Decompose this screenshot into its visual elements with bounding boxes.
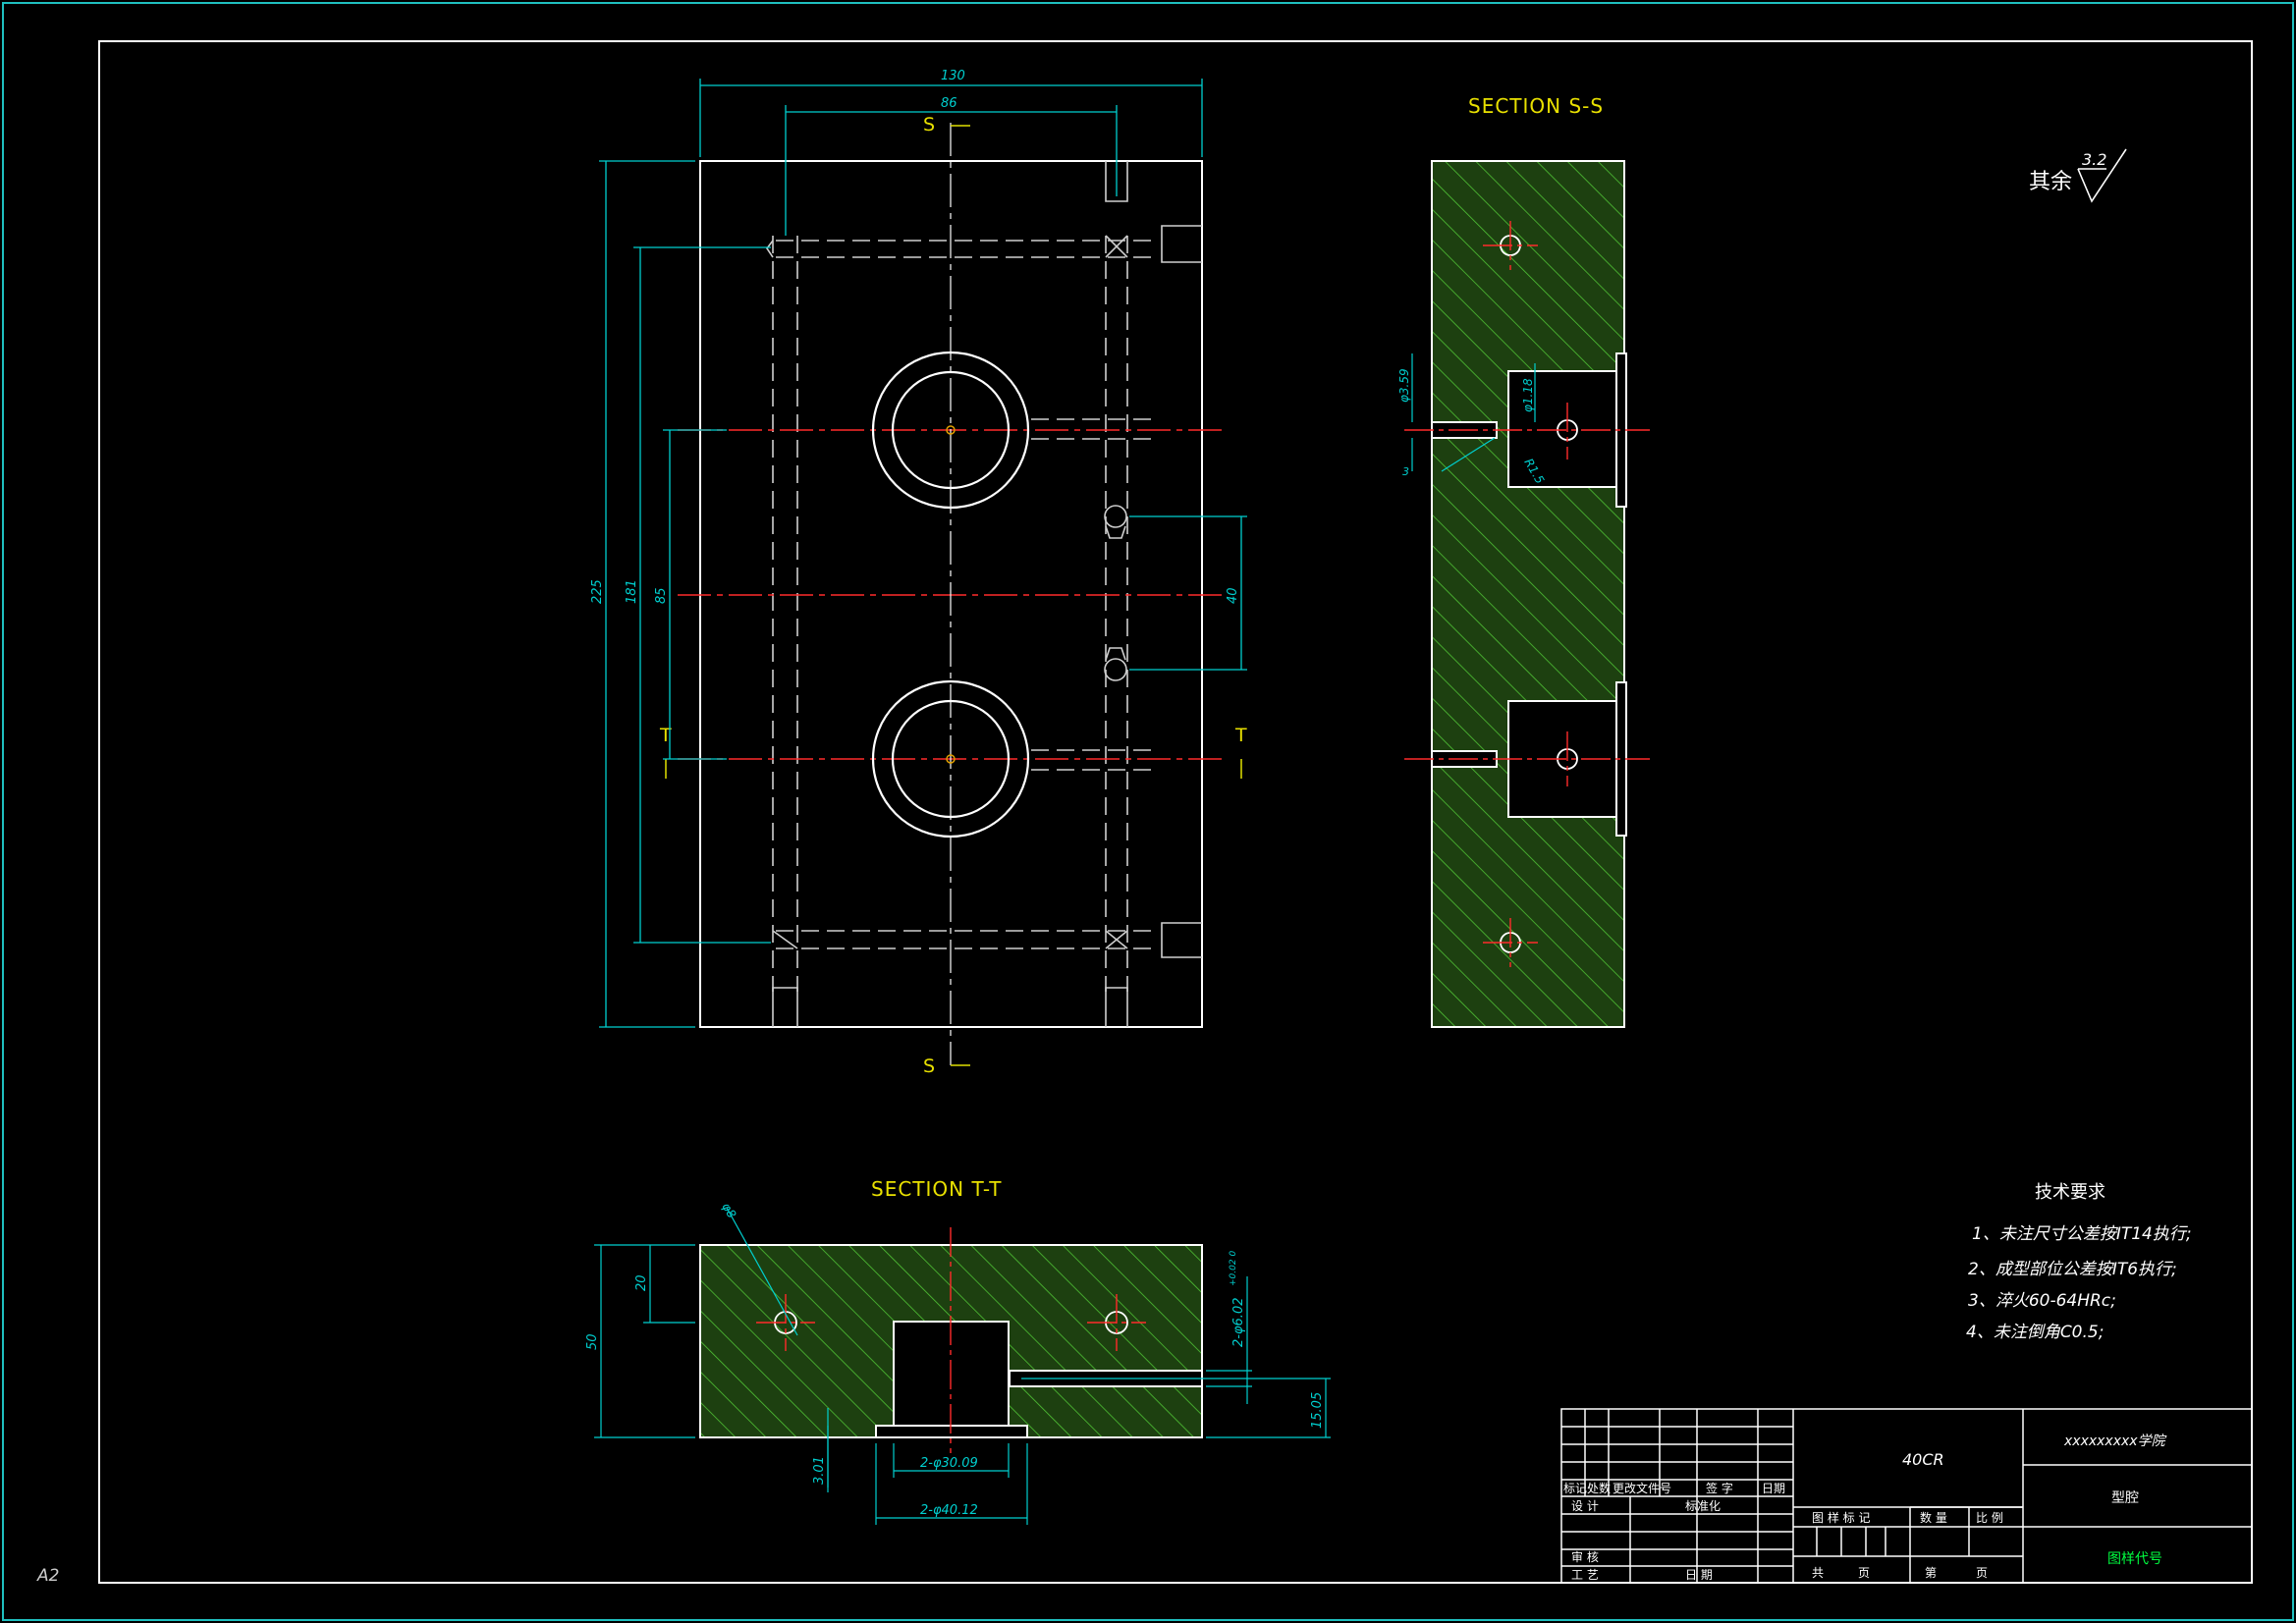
side-ports <box>1104 505 1127 681</box>
dim-tt-cav-large: 2-φ40.12 <box>920 1503 978 1518</box>
roughness-prefix: 其余 <box>2029 170 2072 194</box>
section-tt-dims <box>594 1207 1331 1525</box>
cavity-lower-outer <box>871 679 1030 839</box>
sheet-size-label: A2 <box>36 1566 59 1586</box>
section-mark-s-top: S <box>923 114 935 135</box>
plan-outline <box>699 160 1203 1028</box>
title-block-grid <box>1560 1408 2253 1584</box>
title-material: 40CR <box>1902 1450 1944 1469</box>
dim-width: 130 <box>941 69 965 83</box>
dim-ss-d2: φ1.18 <box>1521 378 1535 412</box>
plan-dimensions <box>599 79 1247 1028</box>
mark-header: 比 例 <box>1976 1511 2003 1525</box>
cavity-upper-outer <box>871 351 1030 510</box>
section-mark-s-bottom: S <box>923 1055 935 1077</box>
rev-header: 标记 <box>1563 1482 1587 1495</box>
dim-tt-depth: 15.05 <box>1310 1392 1325 1429</box>
inner-frame <box>98 40 2253 1584</box>
cavity-upper-inner <box>891 370 1011 490</box>
sheet-total: 共 <box>1812 1566 1824 1580</box>
section-tt-view: SECTION T-T <box>585 1177 1331 1525</box>
title-standardize: 标准化 <box>1685 1499 1721 1513</box>
tech-req-item: 4、未注倒角C0.5; <box>1966 1323 2104 1342</box>
title-check: 审 核 <box>1571 1549 1599 1564</box>
roughness-value: 3.2 <box>2082 150 2106 169</box>
section-arrows <box>665 125 1242 1066</box>
dim-tt-hole: φ8 <box>719 1201 738 1221</box>
section-mark-t-right: T <box>1234 725 1247 746</box>
title-process: 工 艺 <box>1571 1568 1599 1582</box>
title-part-name: 型腔 <box>2111 1490 2139 1506</box>
dim-center-offset: 85 <box>654 587 669 604</box>
dim-height: 225 <box>590 579 605 604</box>
dim-tt-cav-small: 2-φ30.09 <box>920 1456 978 1471</box>
dim-port-spacing: 40 <box>1226 587 1240 604</box>
mark-header: 图 样 标 记 <box>1812 1510 1870 1525</box>
roughness-icon <box>2077 148 2127 203</box>
section-mark-t-left: T <box>659 725 672 746</box>
title-drawing-no: 图样代号 <box>2107 1551 2162 1567</box>
tech-req-title: 技术要求 <box>2035 1182 2105 1203</box>
section-ss-body <box>1431 160 1625 1028</box>
rev-header: 处数 <box>1587 1481 1611 1495</box>
hidden-channels <box>766 161 1202 1027</box>
plan-centerlines <box>678 429 1228 760</box>
rev-header: 签 字 <box>1706 1481 1733 1495</box>
rev-header: 日期 <box>1762 1482 1785 1495</box>
section-ss-title: SECTION S-S <box>1468 94 1604 118</box>
dim-channel-span: 181 <box>625 579 639 604</box>
dim-tt-top-offset: 20 <box>634 1274 649 1291</box>
tech-req-item: 1、未注尺寸公差按IT14执行; <box>1972 1224 2192 1244</box>
section-ss-dims <box>1411 353 1536 472</box>
dim-tt-bore: 2-φ6.02 <box>1231 1298 1246 1347</box>
dim-ss-d1: φ3.59 <box>1397 368 1411 403</box>
section-tt-centerlines <box>756 1227 1146 1453</box>
plan-view: S S T T 130 86 225 181 85 <box>590 69 1247 1077</box>
rev-header: 更改文件号 <box>1613 1481 1671 1495</box>
sheet-page: 页 <box>1976 1566 1988 1580</box>
roughness-note: 其余 3.2 <box>2029 148 2127 203</box>
section-tt-title: SECTION T-T <box>871 1177 1002 1201</box>
dim-ss-small: 3 <box>1402 465 1409 478</box>
dim-tt-bore-tol: +0.02 0 <box>1229 1251 1238 1286</box>
sheet-page: 页 <box>1858 1566 1870 1580</box>
tech-req-item: 2、成型部位公差按IT6执行; <box>1968 1260 2177 1279</box>
mark-header: 数 量 <box>1920 1510 1947 1525</box>
dim-tt-thickness: 50 <box>585 1333 600 1350</box>
cavity-lower-inner <box>891 699 1011 819</box>
tech-req-item: 3、淬火60-64HRc; <box>1968 1291 2116 1311</box>
title-date: 日 期 <box>1685 1568 1713 1582</box>
dim-hole-spacing: 86 <box>941 96 957 111</box>
sheet-no: 第 <box>1925 1566 1937 1580</box>
cavities <box>871 351 1030 839</box>
title-design: 设 计 <box>1571 1499 1599 1513</box>
tech-requirements: 技术要求 1、未注尺寸公差按IT14执行; 2、成型部位公差按IT6执行; 3、… <box>1966 1182 2192 1342</box>
section-ss-view: SECTION S-S <box>1397 94 1650 1028</box>
title-block: 40CR xxxxxxxxx学院 型腔 图样代号 标记 处数 更改文件号 签 字… <box>1560 1408 2253 1584</box>
section-ss-centerlines <box>1404 221 1650 967</box>
dim-tt-step: 3.01 <box>812 1456 827 1485</box>
title-school: xxxxxxxxx学院 <box>2063 1434 2167 1449</box>
